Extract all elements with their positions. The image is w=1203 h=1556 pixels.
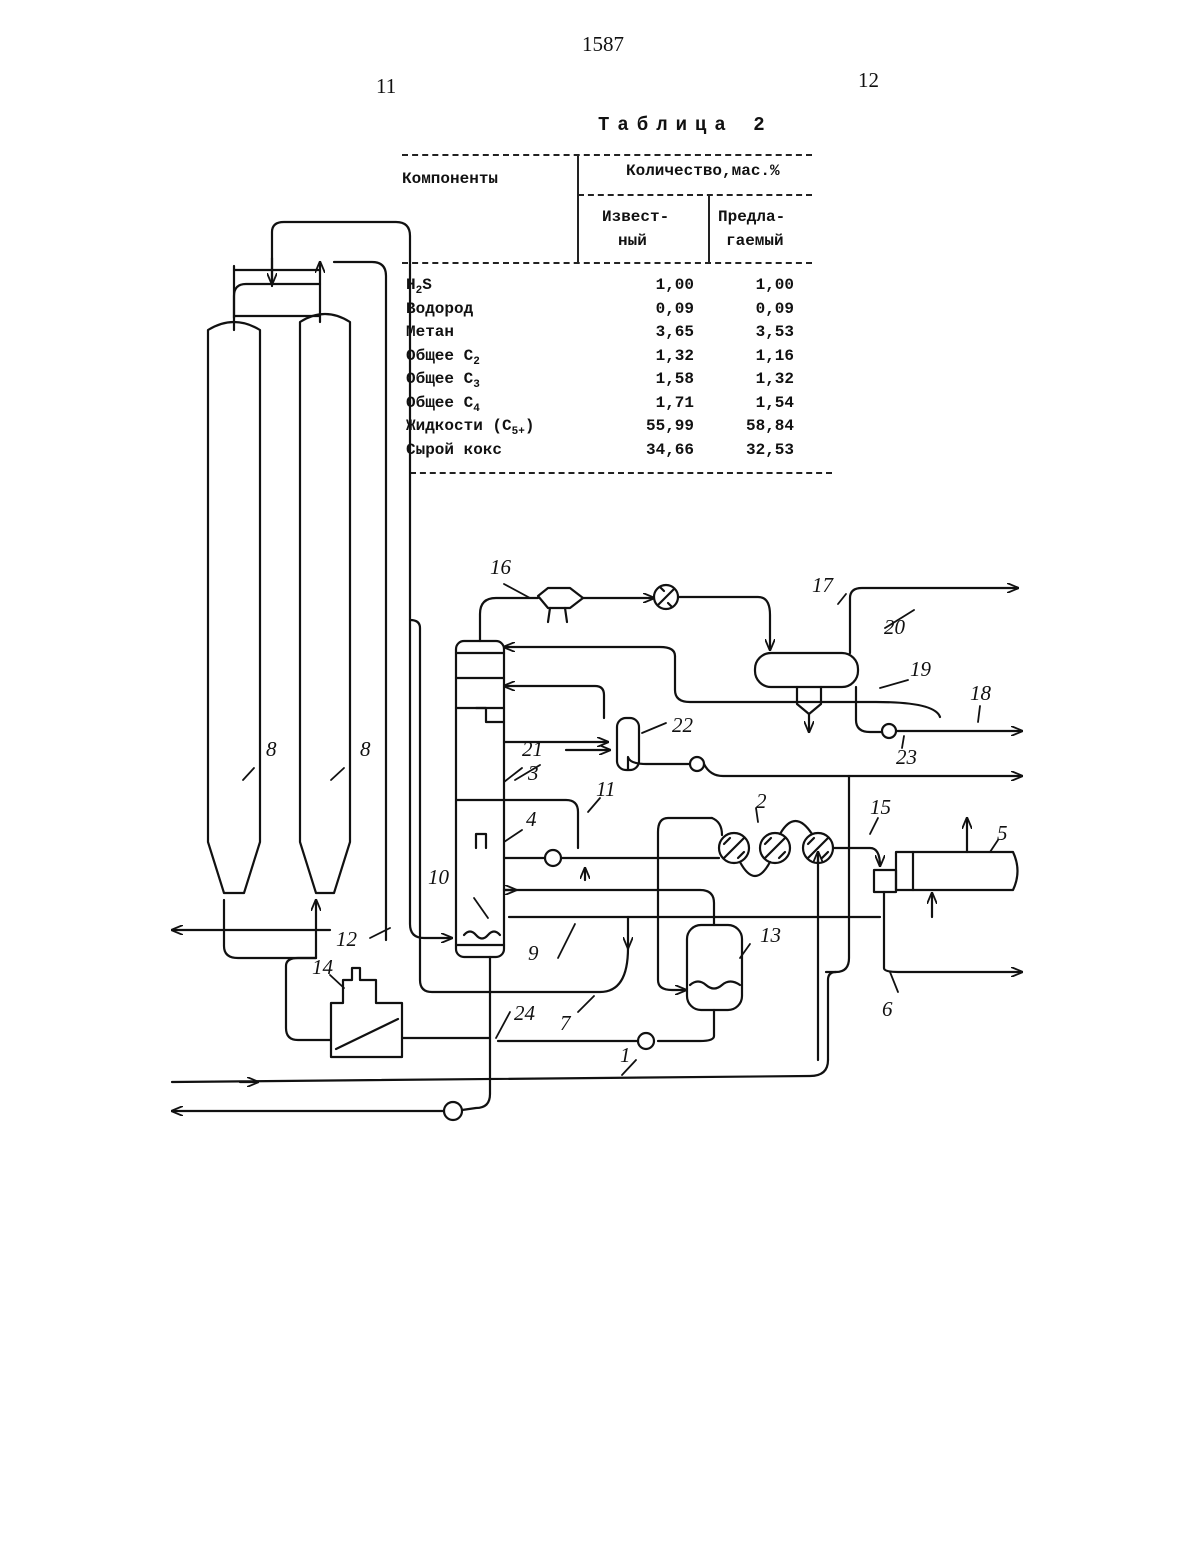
label-19: 19 [910, 657, 932, 681]
label-8b: 8 [360, 737, 371, 761]
label-12: 12 [336, 927, 358, 951]
label-22: 22 [672, 713, 694, 737]
compressor [538, 588, 583, 622]
reflux-drum [755, 653, 858, 732]
furnace [874, 818, 1018, 917]
label-21: 21 [522, 737, 543, 761]
fractionation-column [456, 641, 504, 957]
label-1: 1 [620, 1043, 631, 1067]
label-23: 23 [896, 745, 917, 769]
label-18: 18 [970, 681, 992, 705]
coke-drum-left [208, 322, 260, 893]
settler-tank [331, 968, 402, 1057]
label-11: 11 [596, 777, 615, 801]
label-10: 10 [428, 865, 450, 889]
coke-drum-right [300, 314, 350, 893]
label-20: 20 [884, 615, 906, 639]
label-5: 5 [997, 821, 1008, 845]
label-13: 13 [760, 923, 781, 947]
condenser [654, 585, 678, 609]
label-24: 24 [514, 1001, 536, 1025]
label-16: 16 [490, 555, 512, 579]
label-7: 7 [560, 1011, 572, 1035]
label-2: 2 [756, 789, 767, 813]
heat-exchangers [719, 821, 833, 876]
label-8a: 8 [266, 737, 277, 761]
diagram-labels: 1 2 3 4 5 6 7 8 8 9 10 11 12 13 14 15 16… [266, 555, 1008, 1067]
feed-drum [687, 925, 742, 1010]
label-3: 3 [527, 761, 539, 785]
label-9: 9 [528, 941, 539, 965]
label-4: 4 [526, 807, 537, 831]
label-15: 15 [870, 795, 891, 819]
label-14: 14 [312, 955, 334, 979]
label-17: 17 [812, 573, 835, 597]
label-6: 6 [882, 997, 893, 1021]
